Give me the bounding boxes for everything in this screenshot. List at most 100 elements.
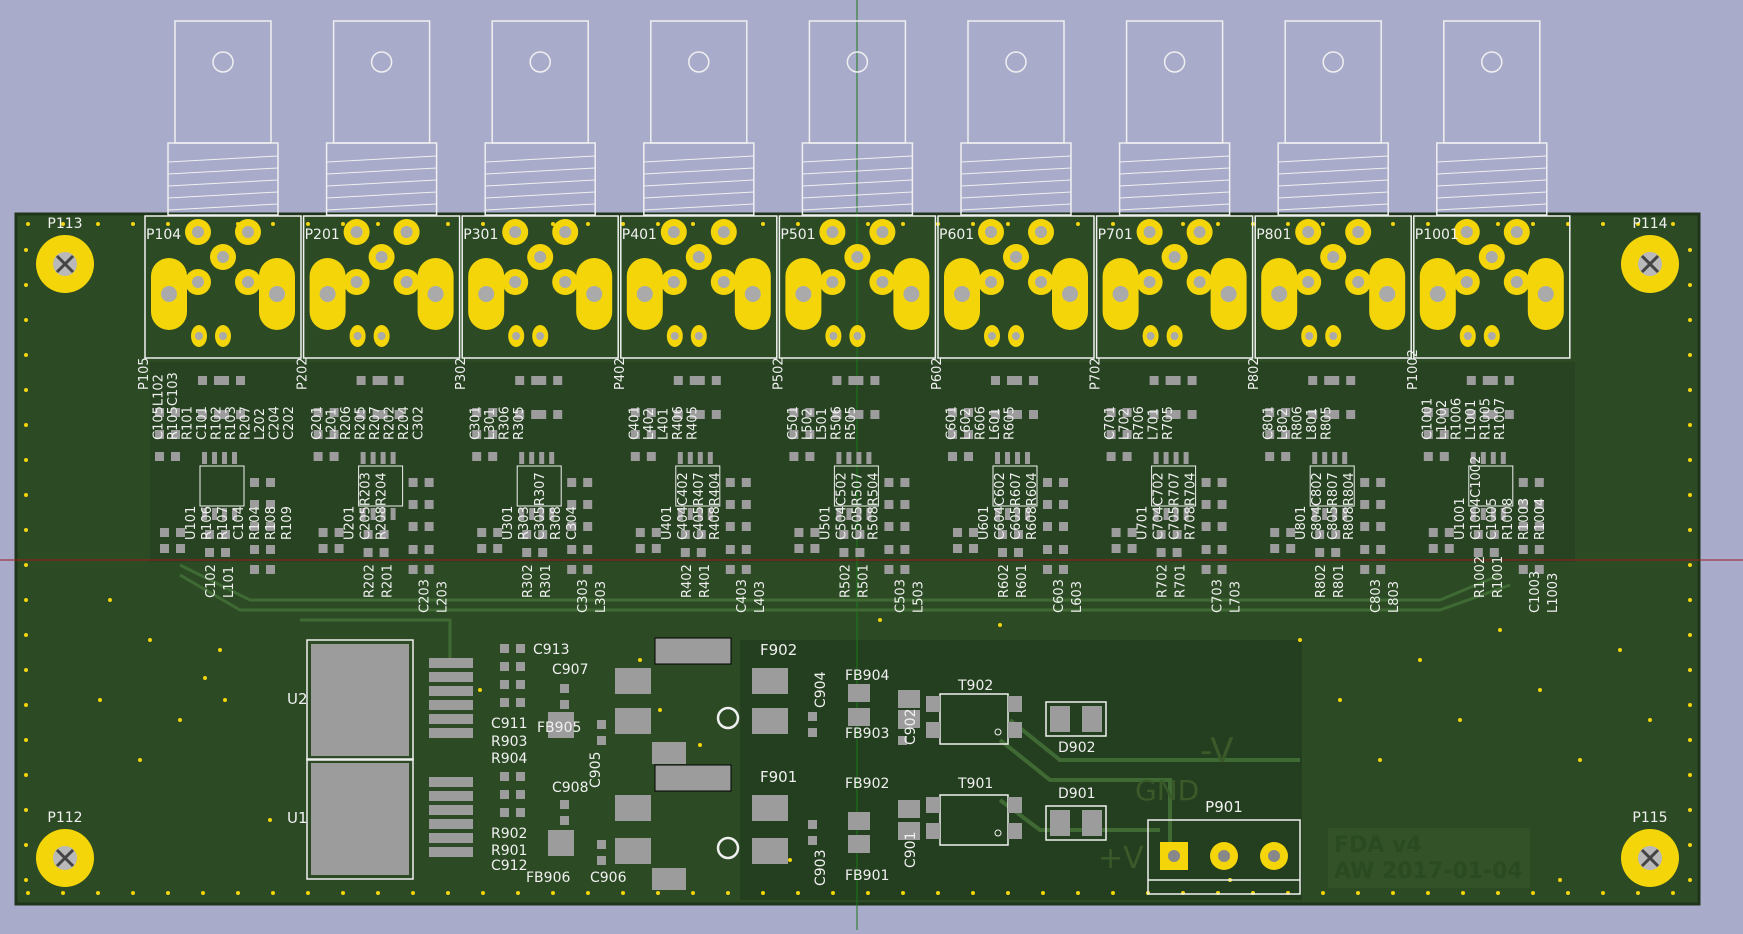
pad-drill — [269, 286, 285, 302]
smd-pad — [1165, 376, 1175, 385]
via — [1688, 563, 1692, 567]
via — [1496, 222, 1500, 226]
smd-pad — [516, 644, 525, 653]
pad-drill — [1463, 332, 1472, 340]
smd-pad — [1322, 508, 1328, 520]
smd-pad — [1201, 545, 1211, 554]
smd-pad — [725, 522, 735, 531]
smd-pad — [171, 452, 180, 461]
via — [1688, 598, 1692, 602]
via — [761, 891, 765, 895]
ref-designator: R202 — [363, 564, 378, 598]
smd-pad — [1376, 522, 1386, 531]
smd-pad — [1518, 545, 1528, 554]
smd-pad — [363, 548, 373, 557]
smd-pad — [155, 430, 164, 439]
via — [26, 222, 30, 226]
pad-drill — [1193, 226, 1206, 238]
ref-designator: C203 — [418, 579, 433, 613]
smd-pad — [1127, 544, 1137, 553]
thread-line — [485, 155, 596, 163]
regulator-tab — [311, 644, 409, 756]
smd-pad — [500, 772, 509, 781]
smd-pad — [1376, 565, 1386, 574]
thread-line — [643, 179, 754, 187]
thread-line — [485, 167, 596, 175]
bnc-connector: P104 — [144, 20, 302, 359]
ref-designator: C603 — [1052, 579, 1067, 613]
smd-pad — [1534, 478, 1544, 487]
smd-pad — [866, 452, 872, 464]
via — [201, 891, 205, 895]
bnc-connector: P801 — [1254, 20, 1412, 359]
smd-pad — [615, 668, 651, 694]
filter-body — [654, 764, 732, 792]
smd-pad — [898, 690, 920, 708]
smd-pad — [1376, 545, 1386, 554]
smd-pad — [1217, 545, 1227, 554]
smd-pad — [1025, 452, 1030, 464]
bnc-connector: P701 — [1095, 20, 1254, 359]
smd-pad — [953, 528, 962, 537]
connector-footprint — [461, 215, 619, 359]
smd-pad — [1490, 508, 1496, 520]
smd-pad — [1106, 408, 1116, 417]
smd-pad — [250, 522, 259, 531]
ref-designator: C101 — [195, 406, 210, 440]
ref-designator: R608R604 — [1025, 472, 1040, 540]
smd-pad — [567, 500, 577, 509]
via — [24, 493, 28, 497]
ref-designator: R302 — [521, 564, 536, 598]
pad-drill — [876, 226, 889, 238]
smd-pad — [1005, 508, 1010, 520]
pad-drill — [692, 251, 705, 263]
smd-pad — [898, 822, 920, 840]
via — [761, 222, 765, 226]
ref-designator: R1002 — [1473, 556, 1488, 598]
via — [24, 878, 28, 882]
ref-designator: R305 — [512, 406, 527, 440]
smd-pad — [635, 544, 645, 553]
connector-hole — [846, 51, 869, 73]
bnc-connector: P401 — [620, 20, 778, 359]
polarity-mark — [716, 706, 740, 730]
ic-outline — [1468, 465, 1514, 507]
transformer-outline — [939, 693, 1009, 745]
smd-pad — [948, 408, 957, 417]
via — [1321, 222, 1325, 226]
smd-pad — [472, 430, 482, 439]
smd-pad — [1324, 376, 1334, 385]
ref-designator: U201 — [343, 506, 358, 540]
pad-drill — [427, 286, 444, 302]
pad-drill — [1170, 332, 1179, 340]
smd-pad — [810, 544, 820, 553]
smd-pad — [567, 478, 577, 487]
smd-pad — [839, 548, 849, 557]
ref-designator: L701 — [1147, 408, 1162, 440]
connector-body — [491, 20, 589, 144]
pad-drill — [988, 332, 996, 340]
connector-thread — [1277, 142, 1389, 216]
smd-pad — [1473, 548, 1483, 557]
smd-pad — [615, 795, 651, 821]
ref-designator: L601 — [988, 408, 1003, 440]
smd-pad — [848, 410, 858, 419]
ref-designator: C205R203 — [359, 472, 374, 540]
smd-pad — [884, 545, 894, 554]
ref-designator: R706 — [1132, 406, 1147, 440]
pad-drill — [509, 226, 522, 238]
ref-designator: C105L102 — [152, 374, 167, 440]
transformer-outline — [939, 794, 1009, 846]
smd-pad — [597, 840, 606, 849]
trace-bus — [179, 563, 1501, 602]
smd-pad — [500, 662, 509, 671]
smd-pad — [677, 508, 683, 520]
ref-designator: R201 — [381, 564, 396, 598]
ref-designator: C1001 — [1420, 398, 1435, 440]
ref-designator: U701 — [1136, 506, 1151, 540]
via — [24, 563, 28, 567]
smd-pad — [752, 668, 788, 694]
ref-designator: L301 — [483, 408, 498, 440]
